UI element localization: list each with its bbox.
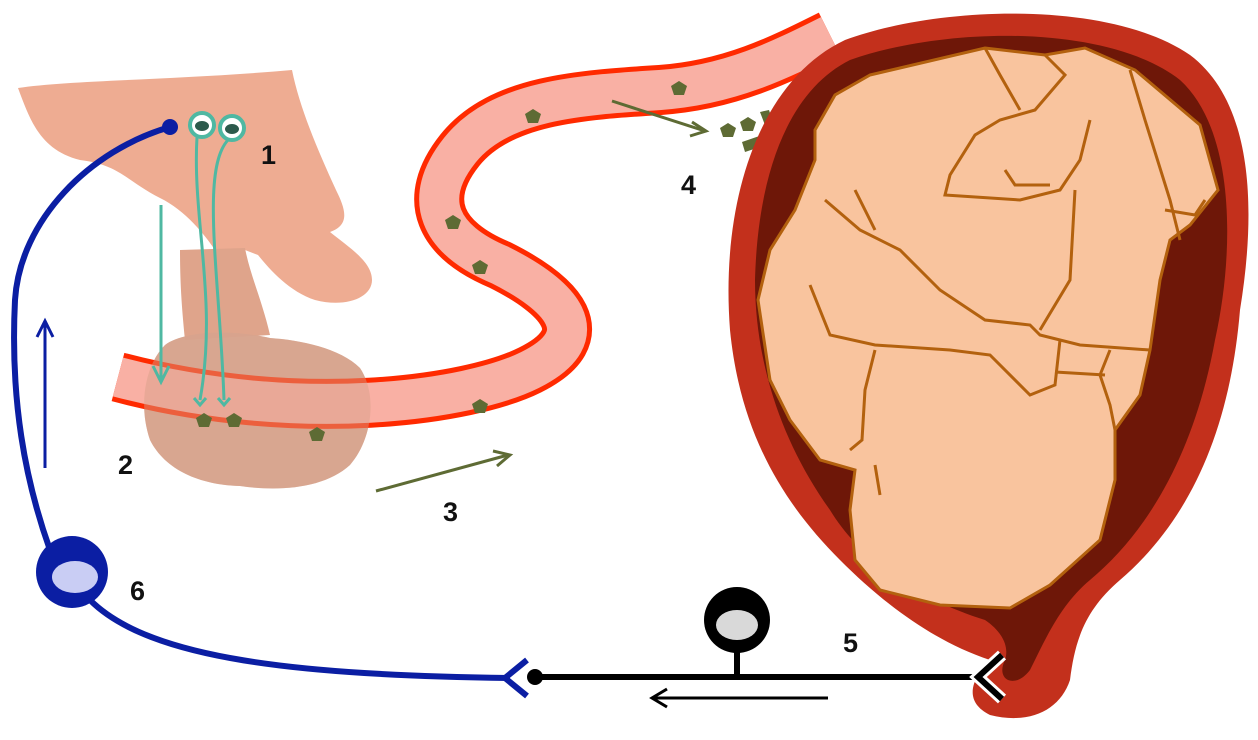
signal-direction-arrow (652, 689, 828, 707)
step-label-2: 2 (118, 450, 133, 480)
step-label-1: 1 (261, 140, 276, 170)
pituitary-overlay (144, 333, 370, 489)
step-label-4: 4 (681, 170, 696, 200)
step-label-6: 6 (130, 576, 145, 606)
pituitary-stalk (180, 248, 270, 340)
ascending-arrow (37, 321, 53, 468)
step-label-5: 5 (843, 628, 858, 658)
step-label-3: 3 (443, 497, 458, 527)
flow-arrow (376, 451, 510, 491)
